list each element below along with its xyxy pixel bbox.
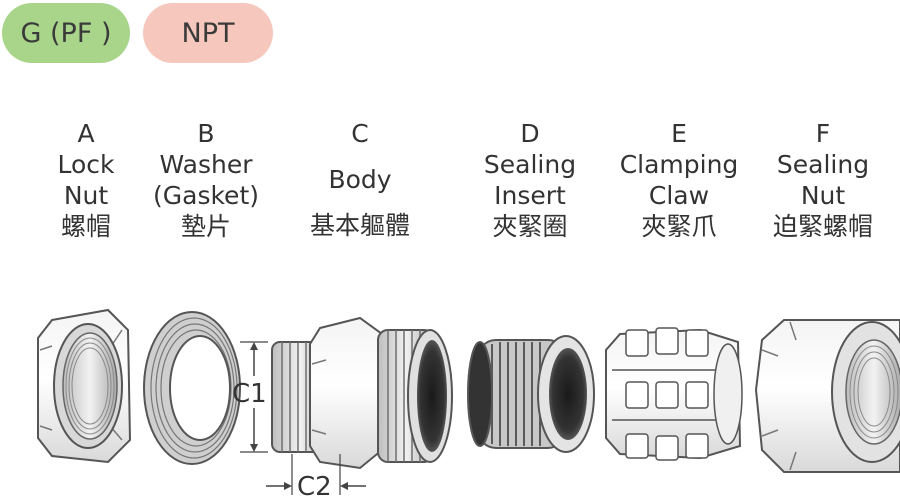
part-letter: B: [197, 119, 215, 148]
part-name-line2: Insert: [494, 181, 566, 210]
part-name-line1: Lock: [57, 150, 115, 179]
part-label-b: B Washer (Gasket) 墊片: [146, 118, 266, 243]
part-name-chinese: 迫緊螺帽: [772, 212, 873, 241]
tag-npt[interactable]: NPT: [143, 3, 273, 63]
sealing-nut-drawing: [754, 319, 900, 473]
part-letter: F: [815, 119, 831, 148]
part-letter: C: [351, 119, 369, 148]
part-label-f: F Sealing Nut 迫緊螺帽: [760, 118, 886, 243]
part-label-a: A Lock Nut 螺帽: [40, 118, 132, 243]
part-name-chinese: 基本軀體: [309, 211, 410, 240]
part-label-c: C Body 基本軀體: [295, 118, 425, 242]
part-name-chinese: 夾緊圈: [492, 212, 568, 241]
sealing-insert-drawing: [467, 335, 595, 453]
part-name-chinese: 墊片: [180, 212, 231, 241]
lock-nut-drawing: [37, 308, 132, 464]
body-drawing: [271, 316, 453, 470]
clamping-claw-drawing: [605, 327, 743, 461]
part-name-line1: Body: [328, 165, 392, 194]
part-label-e: E Clamping Claw 夾緊爪: [608, 118, 750, 243]
part-letter: E: [671, 119, 687, 148]
part-label-d: D Sealing Insert 夾緊圈: [480, 118, 580, 243]
part-name-line2: Nut: [800, 181, 846, 210]
part-name-chinese: 夾緊爪: [641, 212, 717, 241]
dimension-c2-label: C2: [297, 472, 332, 496]
part-name-chinese: 螺帽: [60, 212, 111, 241]
part-name-line1: Sealing: [776, 150, 870, 179]
tag-g-pf[interactable]: G (PF ): [2, 3, 130, 63]
part-letter: A: [77, 119, 95, 148]
part-name-line1: Clamping: [619, 150, 739, 179]
part-name-line1: Sealing: [483, 150, 577, 179]
part-name-line1: Washer: [159, 150, 253, 179]
washer-drawing: [143, 311, 241, 465]
part-letter: D: [520, 119, 540, 148]
dimension-c1-label: C1: [232, 379, 267, 409]
cable-gland-exploded-diagram: C1 C2: [37, 308, 900, 496]
part-name-line2: Nut: [63, 181, 109, 210]
dimension-lines: [240, 341, 366, 495]
part-name-line2: (Gasket): [153, 181, 259, 210]
part-name-line2: Claw: [648, 181, 710, 210]
